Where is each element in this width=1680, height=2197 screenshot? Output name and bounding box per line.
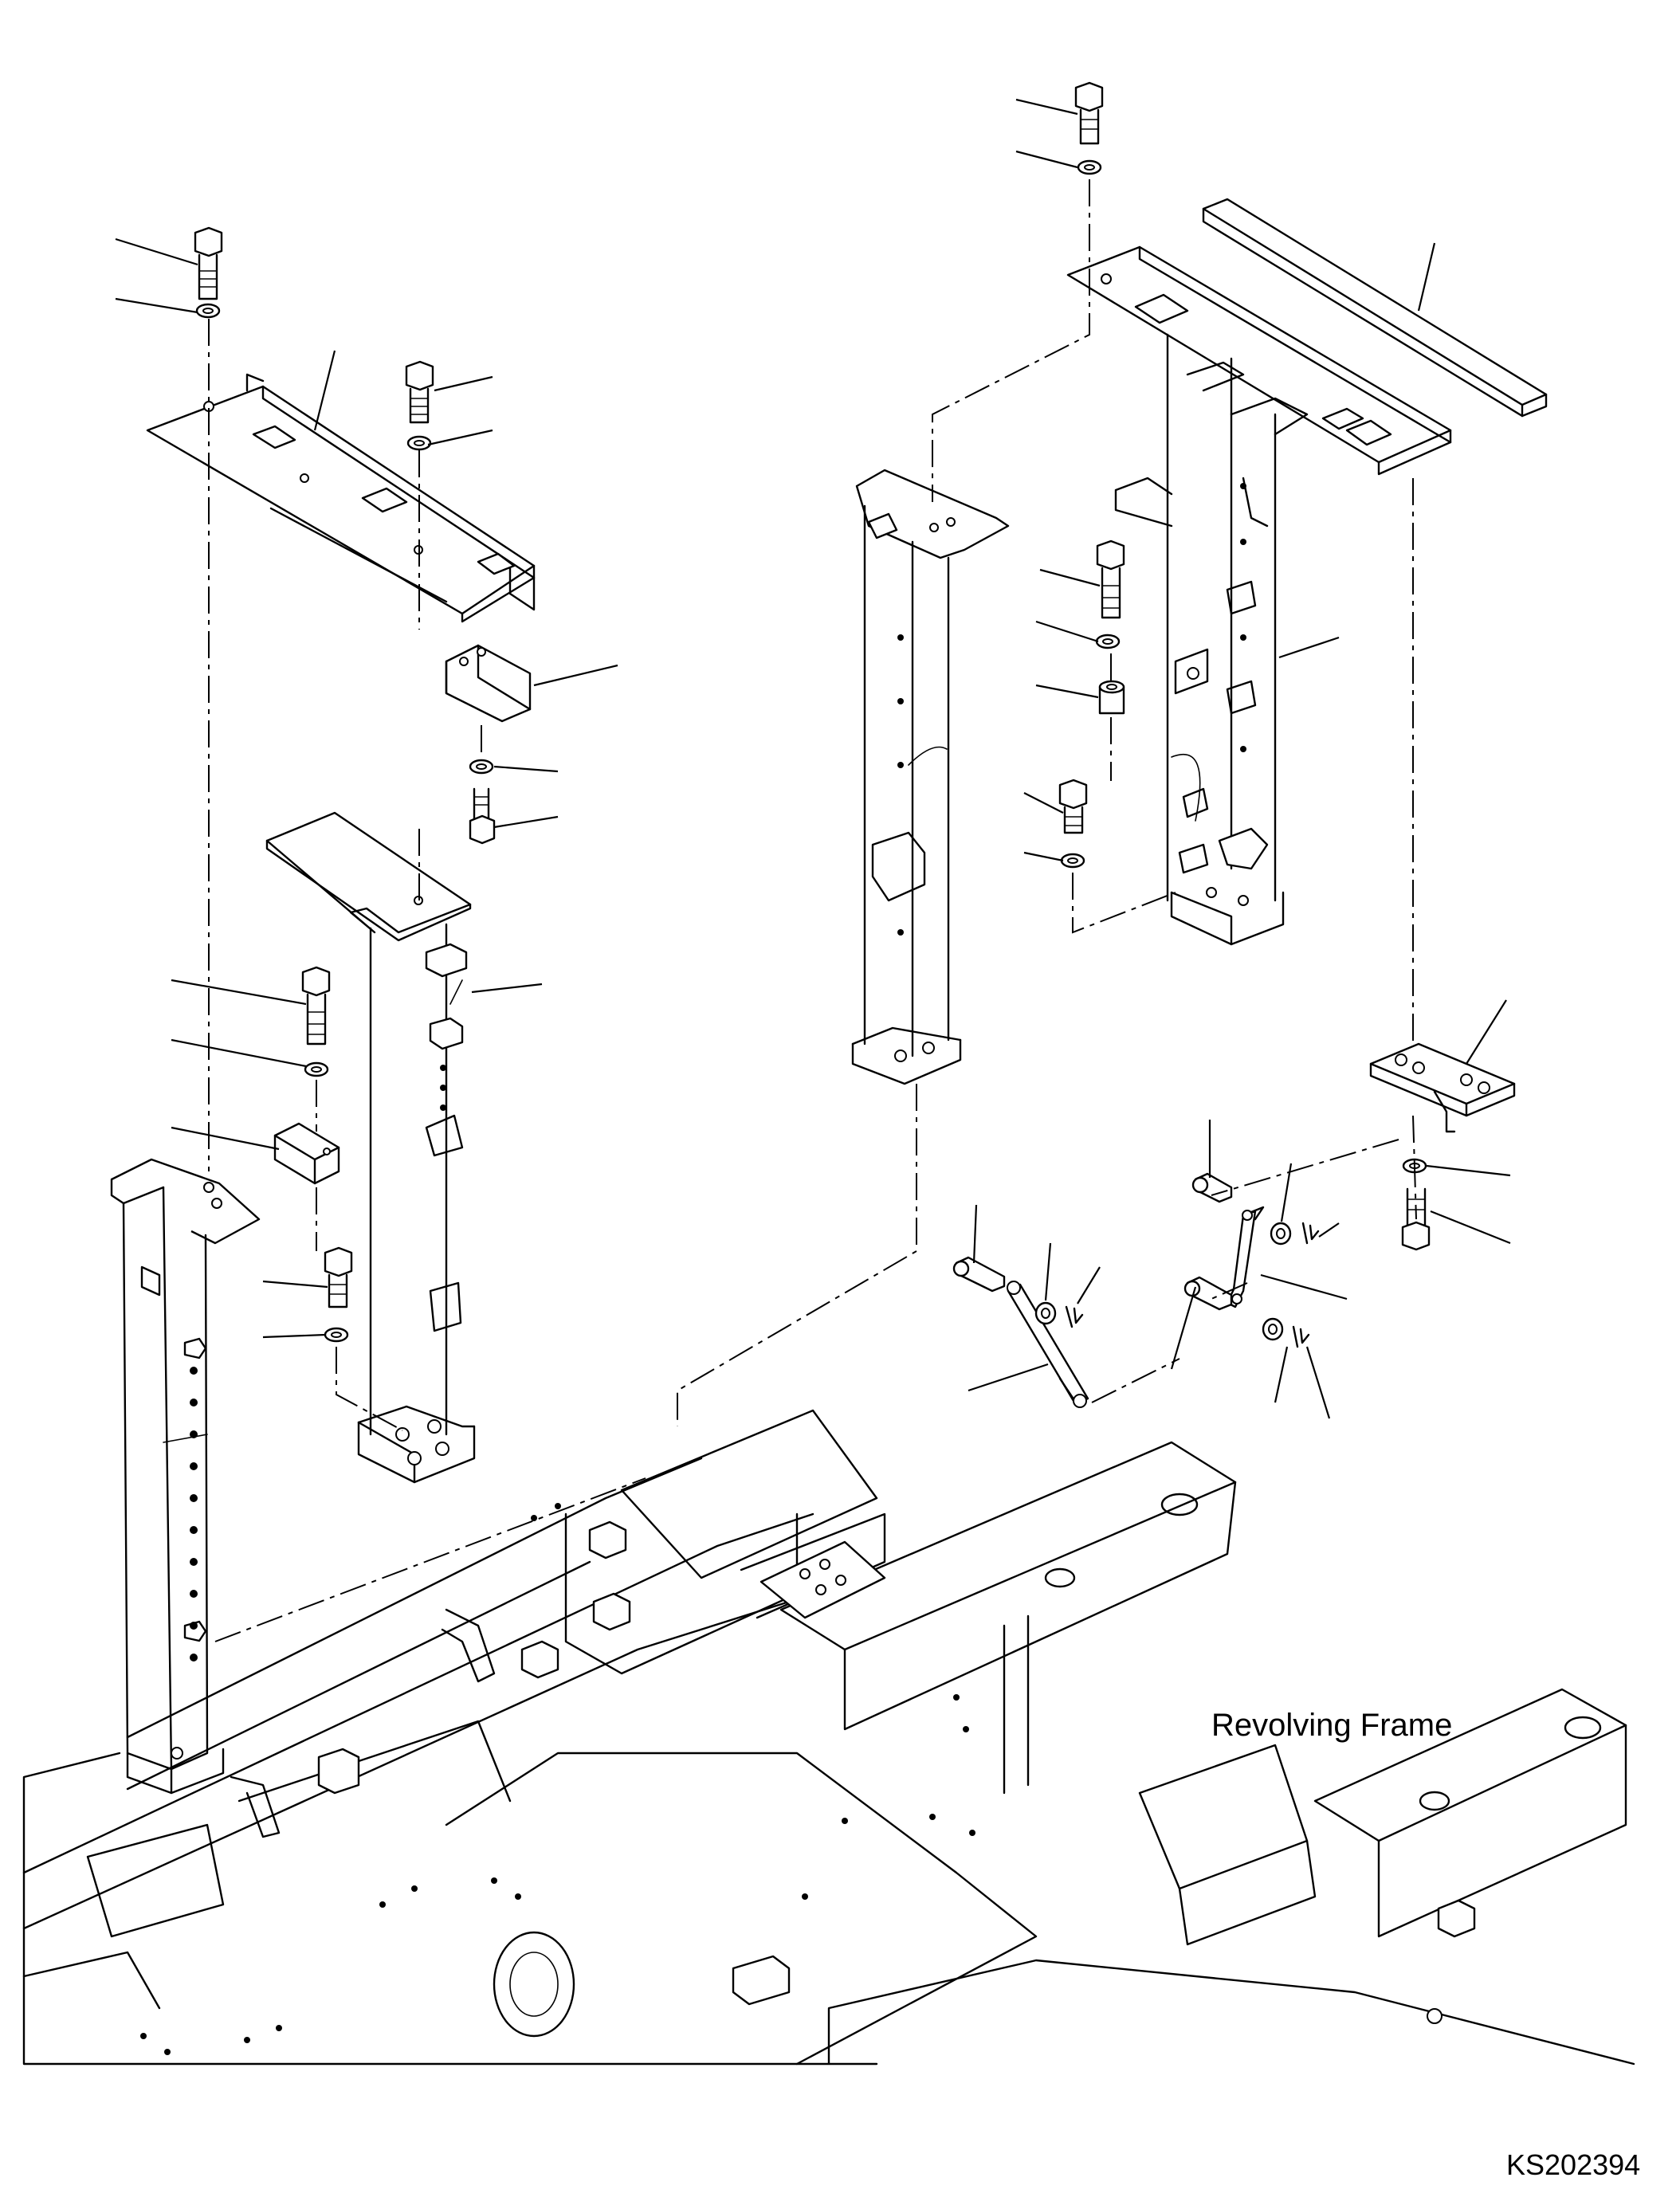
link-lever (1226, 1206, 1265, 1308)
pins (952, 1172, 1233, 1311)
left-spacer-bracket (445, 644, 532, 723)
left-block-spacer (273, 1122, 340, 1185)
revolving-frame-label: Revolving Frame (1211, 1708, 1453, 1743)
left-front-column (265, 811, 476, 1484)
revolving-frame (22, 1409, 1635, 2066)
left-top-beam (146, 373, 536, 623)
right-rail-bar (1202, 198, 1548, 418)
right-top-beam-column (1066, 245, 1452, 946)
right-hinge-bracket (1369, 1042, 1516, 1133)
left-rear-post (110, 1158, 261, 1795)
bolts (194, 81, 1431, 1343)
drawing-code-label: KS202394 (1506, 2148, 1641, 2181)
assembly-center-lines (208, 179, 1417, 1642)
washers (1034, 1158, 1427, 1341)
callout-leaders (115, 98, 1511, 1419)
gas-spring (1007, 1281, 1089, 1408)
cotter-pins (1065, 1222, 1320, 1348)
center-rear-column (851, 469, 1010, 1085)
